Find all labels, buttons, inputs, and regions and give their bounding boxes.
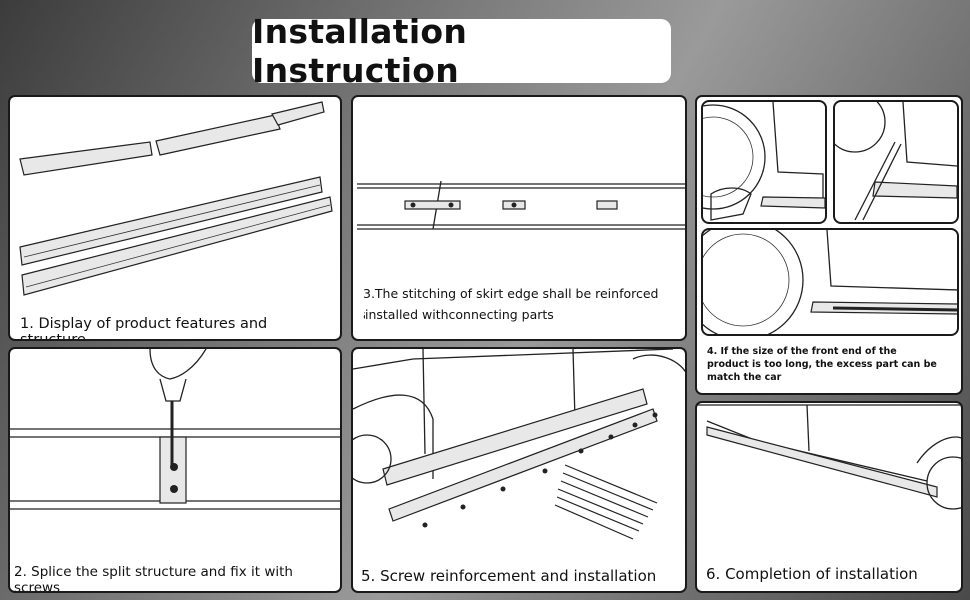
screw-installation-illustration — [353, 349, 685, 540]
step-3-panel: 3.The stitching of skirt edge shall be r… — [351, 95, 687, 341]
step-6-panel: 6. Completion of installation — [695, 401, 963, 593]
step-4-caption-line3: match the car — [707, 371, 955, 384]
step-2-caption: 2. Splice the split structure and fix it… — [14, 564, 334, 591]
trim-front-illustration-a — [703, 102, 825, 221]
title-banner: Installation Instruction — [252, 12, 671, 90]
step-4-photo-c — [701, 228, 959, 336]
skirt-stitching-illustration — [357, 180, 685, 230]
completed-installation-illustration — [697, 404, 961, 510]
trimmed-fit-illustration — [703, 230, 957, 334]
step-6-caption: 6. Completion of installation — [706, 565, 955, 583]
step-3-caption-line2: installed withconnecting parts — [365, 304, 679, 325]
screw-splice-illustration — [10, 349, 340, 510]
trim-front-illustration-b — [835, 102, 957, 221]
step-2-panel: 2. Splice the split structure and fix it… — [8, 347, 342, 593]
step-4-panel: 4. If the size of the front end of the s… — [695, 95, 963, 395]
page-title: Installation Instruction — [252, 12, 468, 90]
step-4-photo-b — [833, 100, 959, 224]
step-5-caption: 5. Screw reinforcement and installation — [361, 567, 679, 585]
step-5-panel: 5. Screw reinforcement and installation — [351, 347, 687, 593]
step-1-caption: 1. Display of product features and struc… — [20, 316, 334, 339]
step-4-photo-a — [701, 100, 827, 224]
step-1-panel: 1. Display of product features and struc… — [8, 95, 342, 341]
side-skirt-parts-illustration — [19, 101, 333, 296]
